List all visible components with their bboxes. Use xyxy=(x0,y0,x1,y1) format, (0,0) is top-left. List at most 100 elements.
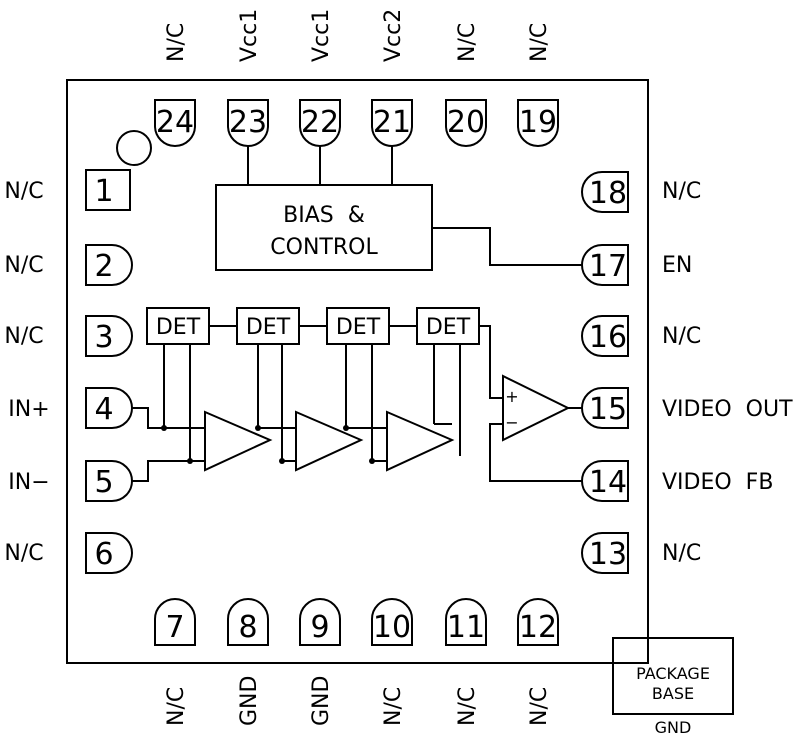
pin-2[interactable]: 2 xyxy=(85,244,133,286)
wire-det4-taps xyxy=(433,344,461,456)
pin-6[interactable]: 6 xyxy=(85,532,133,574)
pin-22-number: 22 xyxy=(301,105,339,140)
pin-24-number: 24 xyxy=(156,105,194,140)
pin-5-label: IN− xyxy=(8,470,49,495)
wire-det3-taps xyxy=(345,344,373,461)
pin-17[interactable]: 17 xyxy=(581,244,629,286)
pin-19[interactable]: 19 xyxy=(517,99,559,147)
pin-9-label: GND xyxy=(309,676,334,726)
pin-7[interactable]: 7 xyxy=(154,598,196,646)
pin-5-number: 5 xyxy=(94,465,113,500)
wire-in-plus xyxy=(132,407,205,429)
bias-label-line2: CONTROL xyxy=(270,235,378,260)
junction-dots xyxy=(161,425,375,464)
pin-23[interactable]: 23 xyxy=(227,99,269,147)
wire-bias-en xyxy=(432,227,582,266)
pin-18-label: N/C xyxy=(662,179,701,204)
pin-6-label: N/C xyxy=(4,541,43,566)
pin-24[interactable]: 24 xyxy=(154,99,196,147)
package-base-line1: PACKAGE xyxy=(636,664,710,683)
output-opamp xyxy=(502,374,571,442)
wire-video-fb xyxy=(489,423,582,482)
amplifier-2 xyxy=(295,410,364,472)
package-base-gnd: GND xyxy=(655,718,692,737)
pin-18[interactable]: 18 xyxy=(581,171,629,213)
opamp-minus-sign: − xyxy=(505,413,518,432)
pin-11-label: N/C xyxy=(455,687,480,726)
pin-16-label: N/C xyxy=(662,324,701,349)
pin-1-number: 1 xyxy=(94,174,113,209)
pin-21[interactable]: 21 xyxy=(371,99,413,147)
pin-15-label: VIDEO OUT xyxy=(662,397,793,422)
wire-in-minus xyxy=(132,460,205,482)
pin-5[interactable]: 5 xyxy=(85,460,133,502)
pin-14-label: VIDEO FB xyxy=(662,470,773,495)
pin-14-number: 14 xyxy=(589,465,627,500)
pin-9[interactable]: 9 xyxy=(299,598,341,646)
pin-3[interactable]: 3 xyxy=(85,315,133,357)
bias-label-line1: BIAS & xyxy=(283,203,365,228)
pin-11[interactable]: 11 xyxy=(445,598,487,646)
pin-13-label: N/C xyxy=(662,541,701,566)
pin-19-number: 19 xyxy=(519,105,557,140)
pin-12-number: 12 xyxy=(519,610,557,645)
pin-24-label: N/C xyxy=(164,23,189,62)
pin1-indicator xyxy=(116,130,152,166)
package-outline xyxy=(66,79,649,664)
pin-8-number: 8 xyxy=(238,610,257,645)
pin-19-label: N/C xyxy=(527,23,552,62)
pin-1-label: N/C xyxy=(4,179,43,204)
pin-16-number: 16 xyxy=(589,320,627,355)
pin-4-number: 4 xyxy=(94,392,113,427)
pin-10-number: 10 xyxy=(373,610,411,645)
det-2-label: DET xyxy=(246,315,291,340)
pin-16[interactable]: 16 xyxy=(581,315,629,357)
pin-20-label: N/C xyxy=(455,23,480,62)
pin-22-label: Vcc1 xyxy=(309,9,334,62)
pin-17-number: 17 xyxy=(589,249,627,284)
pin-13-number: 13 xyxy=(589,537,627,572)
pin-23-label: Vcc1 xyxy=(237,9,262,62)
pin-2-number: 2 xyxy=(94,249,113,284)
package-base-line2: BASE xyxy=(652,684,694,703)
pin-23-number: 23 xyxy=(229,105,267,140)
det-3-label: DET xyxy=(336,315,381,340)
pin-4[interactable]: 4 xyxy=(85,387,133,429)
pin-12[interactable]: 12 xyxy=(517,598,559,646)
pin-10[interactable]: 10 xyxy=(371,598,413,646)
wire-det2-taps xyxy=(257,344,283,461)
pin-15-number: 15 xyxy=(589,392,627,427)
pin-1[interactable]: 1 xyxy=(85,169,131,211)
pin-6-number: 6 xyxy=(94,537,113,572)
pin-7-label: N/C xyxy=(164,687,189,726)
pin-8[interactable]: 8 xyxy=(227,598,269,646)
wire-det-chain xyxy=(209,325,503,399)
pin-3-label: N/C xyxy=(4,324,43,349)
pin-7-number: 7 xyxy=(165,610,184,645)
pin-22[interactable]: 22 xyxy=(299,99,341,147)
pin-4-label: IN+ xyxy=(8,397,49,422)
amplifier-3 xyxy=(386,410,455,472)
pin-21-label: Vcc2 xyxy=(381,9,406,62)
pin-18-number: 18 xyxy=(589,176,627,211)
pin-3-number: 3 xyxy=(94,320,113,355)
pin-20[interactable]: 20 xyxy=(445,99,487,147)
pin-9-number: 9 xyxy=(310,610,329,645)
pin-20-number: 20 xyxy=(447,105,485,140)
amplifier-1 xyxy=(204,410,273,472)
pin-17-label: EN xyxy=(662,253,692,278)
wire-det1-taps xyxy=(163,344,191,461)
pin-2-label: N/C xyxy=(4,253,43,278)
pin-8-label: GND xyxy=(237,676,262,726)
pin-12-label: N/C xyxy=(527,687,552,726)
package-base-box xyxy=(612,637,734,715)
pin-21-number: 21 xyxy=(373,105,411,140)
pin-15[interactable]: 15 xyxy=(581,387,629,429)
pin-10-label: N/C xyxy=(381,687,406,726)
pin-13[interactable]: 13 xyxy=(581,532,629,574)
pin-14[interactable]: 14 xyxy=(581,460,629,502)
det-1-label: DET xyxy=(156,315,201,340)
pin-11-number: 11 xyxy=(447,610,485,645)
det-4-label: DET xyxy=(426,315,471,340)
